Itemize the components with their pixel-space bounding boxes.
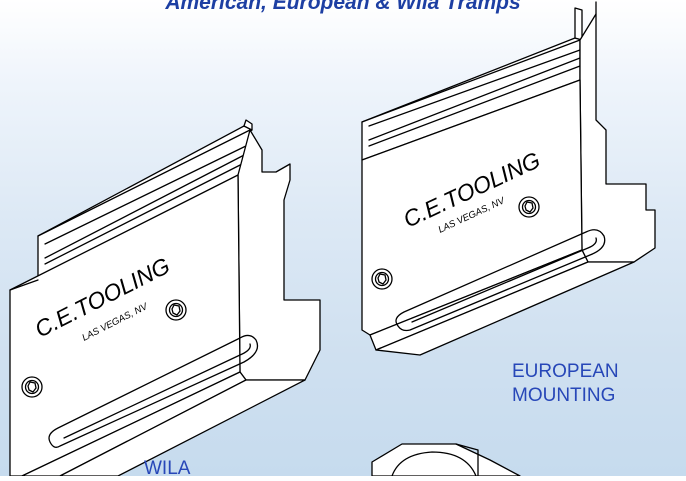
european-caption-line1: EUROPEAN xyxy=(512,361,619,382)
screw-icon xyxy=(165,299,187,321)
screw-icon xyxy=(518,196,540,218)
wila-clamp-drawing: C.E.TOOLING LAS VEGAS, NV xyxy=(9,119,321,476)
american-clamp-drawing-partial xyxy=(371,443,521,476)
screw-icon xyxy=(371,268,393,290)
european-caption-line2: MOUNTING xyxy=(512,385,616,406)
screw-icon xyxy=(21,376,43,398)
european-clamp-drawing: C.E.TOOLING LAS VEGAS, NV xyxy=(361,1,656,356)
page-title: American, European & Wila Tramps xyxy=(165,0,521,14)
european-mounting-caption: EUROPEAN MOUNTING xyxy=(512,360,662,408)
wila-caption: WILA xyxy=(144,458,191,479)
